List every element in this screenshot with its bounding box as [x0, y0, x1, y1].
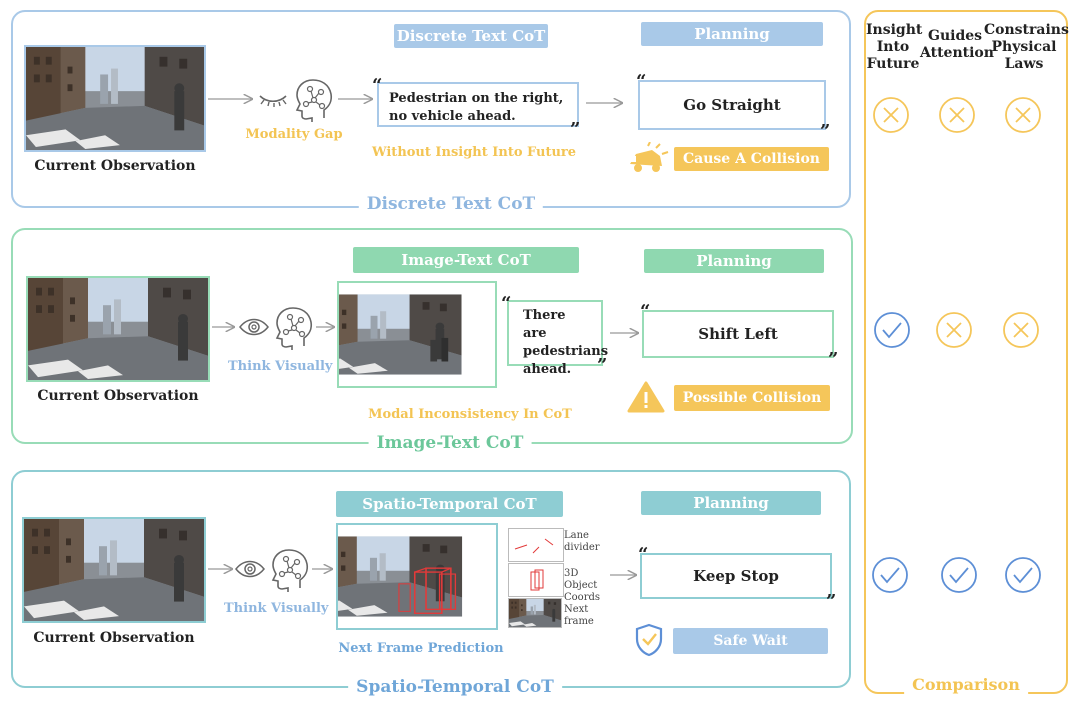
arrow-icon: [586, 96, 626, 110]
quote-open: “: [636, 71, 647, 92]
imagetext-observation-image: [26, 276, 210, 382]
discrete-panel-title: Discrete Text CoT: [358, 194, 544, 214]
quote-open: “: [501, 293, 512, 314]
comparison-col-physical: Constrains Physical Laws: [984, 22, 1069, 72]
lane-divider-thumbnail: [508, 528, 564, 562]
spatio-observation-image: [22, 517, 206, 623]
brain-head-icon: [274, 306, 314, 350]
arrow-icon: [338, 92, 376, 106]
imagetext-cot-image: [337, 281, 497, 388]
spatio-result-badge: Safe Wait: [673, 628, 828, 654]
discrete-header: Discrete Text CoT: [394, 24, 548, 48]
check-circle-icon: [874, 312, 910, 348]
comparison-title: Comparison: [904, 675, 1028, 694]
arrow-icon: [610, 326, 642, 340]
discrete-cot-box: Pedestrian on the right, no vehicle ahea…: [377, 82, 579, 127]
spatio-panel-title: Spatio-Temporal CoT: [348, 677, 562, 697]
discrete-cot-text: Pedestrian on the right, no vehicle ahea…: [389, 91, 564, 124]
without-insight-label: Without Insight Into Future: [372, 145, 577, 160]
spatio-header: Spatio-Temporal CoT: [336, 491, 563, 517]
quote-open: “: [372, 75, 383, 96]
eye-icon: [235, 560, 265, 578]
quote-open: “: [638, 544, 649, 565]
arrow-icon: [208, 562, 236, 576]
check-circle-icon: [941, 557, 977, 593]
modal-inconsistency-label: Modal Inconsistency In CoT: [368, 407, 572, 422]
quote-open: “: [640, 301, 651, 322]
arrow-icon: [312, 562, 336, 576]
think-visually-label: Think Visually: [228, 359, 333, 374]
imagetext-cot-box: There are pedestrians ahead.: [507, 300, 608, 377]
discrete-action-box: Go Straight: [638, 80, 826, 130]
cross-circle-icon: [936, 312, 972, 348]
quote-close: ”: [826, 591, 837, 612]
discrete-result-badge: Cause A Collision: [674, 147, 829, 171]
discrete-observation-label: Current Observation: [34, 158, 196, 174]
lane-divider-label: Lane divider: [564, 530, 600, 553]
imagetext-planning-header: Planning: [644, 249, 824, 273]
eye-icon: [239, 318, 269, 336]
think-visually-label: Think Visually: [224, 601, 329, 616]
arrow-icon: [208, 92, 256, 106]
imagetext-observation-label: Current Observation: [37, 388, 199, 404]
comparison-col-attention: Guides Attention: [920, 28, 994, 61]
discrete-planning-header: Planning: [641, 22, 823, 46]
imagetext-header: Image-Text CoT: [353, 247, 579, 273]
spatio-prediction-image: [336, 523, 498, 630]
cross-circle-icon: [939, 97, 975, 133]
modality-gap-label: Modality Gap: [245, 127, 343, 142]
imagetext-cot-text: There are pedestrians ahead.: [523, 308, 609, 377]
imagetext-action-box: Shift Left: [642, 310, 834, 358]
shield-check-icon: [635, 623, 663, 657]
collision-car-icon: [628, 142, 669, 172]
next-frame-prediction-label: Next Frame Prediction: [338, 641, 504, 656]
brain-head-icon: [270, 548, 310, 592]
check-circle-icon: [1005, 557, 1041, 593]
cross-circle-icon: [1005, 97, 1041, 133]
arrow-icon: [316, 320, 338, 334]
quote-close: ”: [597, 355, 608, 376]
3d-coords-thumbnail: [508, 563, 564, 597]
quote-close: ”: [570, 119, 581, 140]
arrow-icon: [212, 320, 238, 334]
spatio-observation-label: Current Observation: [33, 630, 195, 646]
spatio-action-box: Keep Stop: [640, 553, 832, 599]
imagetext-panel-title: Image-Text CoT: [368, 433, 532, 453]
cross-circle-icon: [1003, 312, 1039, 348]
spatio-planning-header: Planning: [641, 491, 821, 515]
comparison-col-insight: Insight Into Future: [866, 22, 923, 72]
quote-close: ”: [820, 121, 831, 142]
discrete-observation-image: [24, 45, 206, 152]
warning-icon: [627, 381, 665, 413]
next-frame-label: Next frame: [564, 604, 594, 627]
arrow-icon: [610, 568, 640, 582]
imagetext-result-badge: Possible Collision: [674, 385, 830, 411]
check-circle-icon: [872, 557, 908, 593]
cross-circle-icon: [873, 97, 909, 133]
brain-head-icon: [294, 78, 334, 122]
3d-coords-label: 3D Object Coords: [564, 568, 601, 603]
quote-close: ”: [828, 349, 839, 370]
closed-eye-icon: [259, 95, 287, 107]
next-frame-thumbnail: [508, 598, 562, 628]
